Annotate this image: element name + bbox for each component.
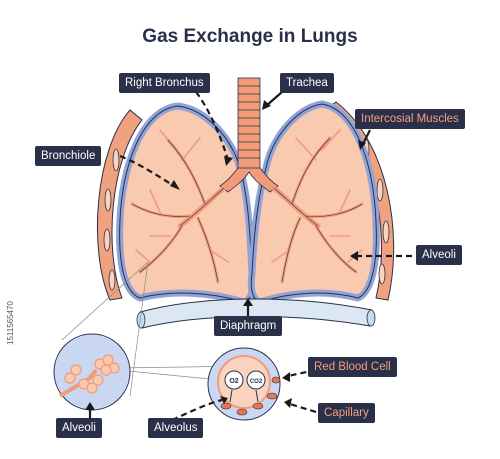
label-right-bronchus: Right Bronchus (119, 73, 210, 93)
intercostal-muscle-left (96, 109, 143, 301)
bronchial-tree-left-outline (131, 139, 225, 283)
lung-right (247, 100, 380, 306)
diagram-title: Gas Exchange in Lungs (142, 26, 358, 47)
stock-watermark-id: 1511565470 (6, 301, 15, 345)
label-trachea: Trachea (280, 73, 334, 93)
label-alveoli-right: Alveoli (416, 245, 462, 265)
arrow-alveolus (171, 398, 223, 422)
bronchial-tree-right-outline (273, 137, 363, 283)
label-capillary: Capillary (318, 403, 375, 423)
label-bronchiole: Bronchiole (35, 146, 102, 166)
alveoli-detail (53, 333, 131, 411)
carbon-dioxide-symbol: CO2 (250, 379, 263, 385)
arrow-capillary (289, 402, 317, 414)
arrow-heads (85, 100, 366, 410)
label-alveoli-left: Alveoli (56, 418, 102, 438)
oxygen-symbol: O2 (229, 378, 238, 385)
label-intercostal-muscles: Intercosial Muscles (355, 109, 465, 129)
label-red-blood-cell: Red Blood Cell (308, 357, 397, 377)
label-diaphragm: Diaphragm (214, 316, 283, 336)
trachea (219, 77, 279, 193)
label-alveolus: Alveolus (148, 418, 204, 438)
gas-exchange-detail: O2 CO2 (207, 347, 281, 421)
arrow-trachea (265, 91, 283, 107)
arrow-bronchiole (119, 154, 175, 187)
